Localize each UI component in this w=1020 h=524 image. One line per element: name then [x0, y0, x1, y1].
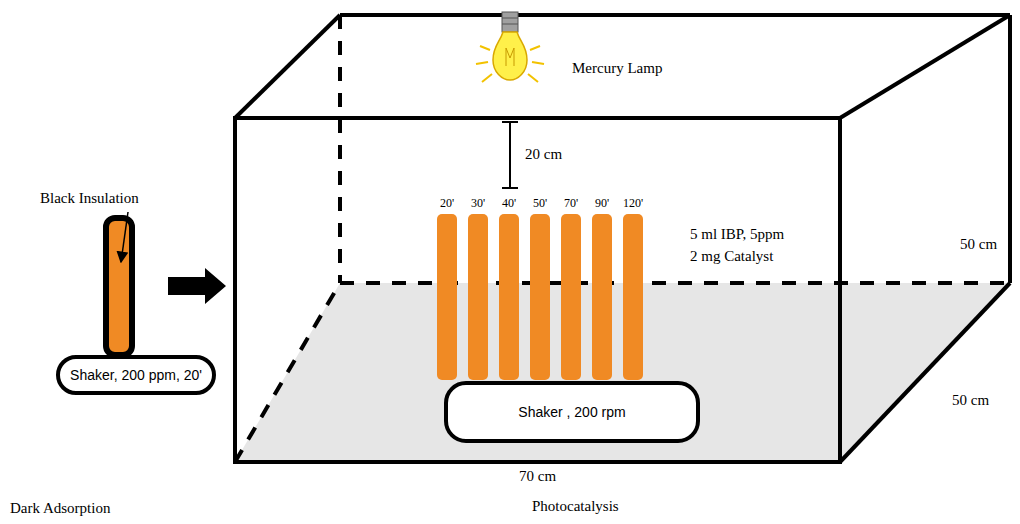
annotation-label: Black Insulation [40, 190, 139, 207]
hidden-edges [235, 15, 1010, 462]
annotation-label: Photocatalysis [532, 498, 619, 515]
leader-line [121, 212, 128, 262]
shaker-box: Shaker, 200 ppm, 20' [56, 355, 216, 395]
annotation-label: 5 ml IBP, 5ppm [690, 226, 784, 243]
shaker-label: Shaker , 200 rpm [518, 404, 625, 420]
annotation-label: 20 cm [525, 146, 562, 163]
time-label: 90' [595, 197, 609, 210]
annotation-label: Mercury Lamp [572, 60, 662, 77]
annotation-label: 70 cm [519, 468, 556, 485]
time-label: 20' [440, 197, 454, 210]
sample-tubes [437, 214, 643, 380]
time-label: 50' [533, 197, 547, 210]
annotation-label: 50 cm [960, 236, 997, 253]
shaker-label: Shaker, 200 ppm, 20' [70, 367, 202, 383]
time-label: 120' [623, 197, 643, 210]
annotation-label: 50 cm [952, 392, 989, 409]
transfer-arrow [168, 268, 226, 304]
floor [235, 283, 1010, 462]
mercury-lamp [476, 12, 544, 82]
time-label: 30' [471, 197, 485, 210]
insulated-tube [106, 218, 132, 355]
annotation-label: Dark Adsorption [10, 500, 110, 517]
chamber-box [235, 15, 1010, 462]
distance-bracket [502, 122, 518, 188]
annotation-label: 2 mg Catalyst [690, 248, 773, 265]
time-label: 70' [564, 197, 578, 210]
shaker-box: Shaker , 200 rpm [444, 381, 700, 443]
time-label: 40' [502, 197, 516, 210]
